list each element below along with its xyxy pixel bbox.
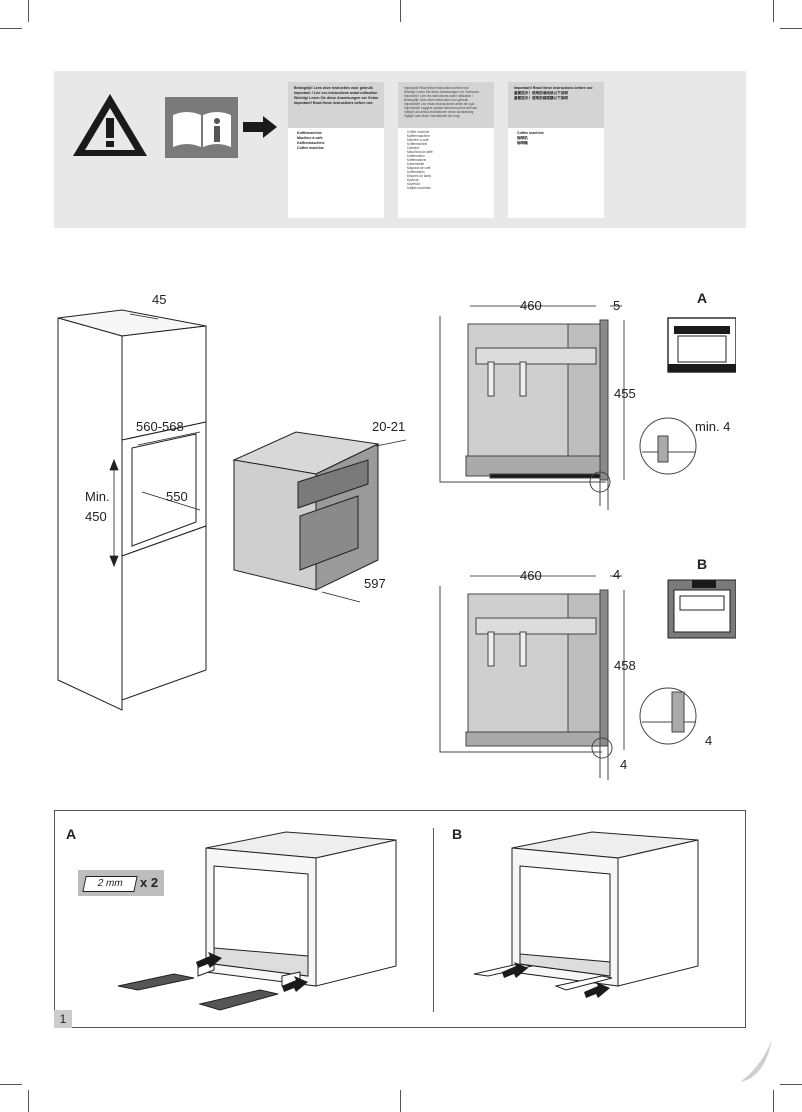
crop-mark	[0, 1084, 22, 1085]
card-body: Koffiemachine Machine à café Kaffeemasch…	[288, 128, 384, 154]
card-text: Kafijas automāts	[407, 186, 431, 190]
section-label: B	[697, 556, 708, 572]
crop-mark	[773, 0, 774, 22]
card-text: Belangrijk! Lees deze instructies voor g…	[404, 98, 469, 102]
dim-label: 455	[614, 386, 636, 401]
card-text: Kaffemaskin	[407, 170, 425, 174]
crop-mark	[400, 0, 401, 22]
card-text: Kávovar	[407, 178, 419, 182]
card-header: Belangrijk! Lees deze instructies voor g…	[288, 82, 384, 128]
cabinet-install-b-diagram	[473, 831, 699, 998]
card-text: Koffiemachine	[407, 142, 428, 146]
card-text: Importante! Lea estas instrucciones ante…	[404, 102, 475, 106]
manual-cover-card: Important! Read these instructions befor…	[508, 82, 604, 218]
card-text: Kaffemaskin	[407, 154, 425, 158]
card-text: Belangrijk! Lees deze instructies voor g…	[294, 86, 373, 90]
card-header: Important! Read these instructions befor…	[398, 82, 494, 128]
card-text: Important! Read these instructions befor…	[404, 86, 469, 90]
card-text: Cafetera	[407, 146, 420, 150]
dim-label: 597	[364, 576, 386, 591]
installation-panel	[54, 810, 746, 1028]
card-body: Coffee machine Kaffeemaschine Machine à …	[398, 128, 494, 193]
crop-mark	[780, 28, 802, 29]
card-text: Kávéfőző	[407, 182, 421, 186]
section-label: B	[452, 826, 463, 842]
warning-icon	[73, 94, 147, 156]
card-text: Máquina de café	[407, 166, 431, 170]
card-text: Importante! Leggere queste istruzioni pr…	[404, 106, 478, 110]
card-text: Kahvinkeitin	[407, 162, 425, 166]
card-text: Important! Read these instructions befor…	[294, 101, 373, 105]
brand-swoosh-icon	[740, 1040, 772, 1082]
card-text: Coffee machine	[407, 130, 430, 134]
manual-cover-card: Belangrijk! Lees deze instructies voor g…	[288, 82, 384, 218]
card-text: Macchina da caffè	[407, 150, 433, 154]
manual-cover-card: Important! Read these instructions befor…	[398, 82, 494, 218]
dim-label: 45	[152, 292, 167, 307]
dim-label: 458	[614, 658, 636, 673]
crop-mark	[400, 1090, 401, 1112]
card-text: Important ! Lire ces instructions avant …	[404, 94, 473, 98]
dim-label: 4	[620, 757, 628, 772]
read-manual-icon	[165, 97, 238, 158]
dim-label: Min.	[85, 489, 110, 504]
section-a-diagram	[439, 305, 736, 510]
crop-mark	[773, 1090, 774, 1112]
section-b-diagram	[439, 575, 736, 780]
panel-divider	[433, 828, 434, 1012]
card-text: Wichtig! Lesen Sie diese Anweisungen vor…	[404, 90, 479, 94]
coffee-machine-diagram	[232, 431, 407, 603]
crop-mark	[780, 1084, 802, 1085]
card-text: Vigtigt! Læs disse instruktioner før bru…	[404, 114, 460, 118]
dim-label: 20-21	[372, 419, 406, 434]
dim-label: 4	[613, 567, 621, 582]
cabinet-niche-diagram	[57, 309, 207, 711]
card-text: Important! Read these instructions befor…	[514, 86, 593, 90]
dim-label: 4	[705, 733, 713, 748]
dim-label: 5	[613, 298, 621, 313]
card-text: Kaffeemaschine	[407, 134, 430, 138]
dim-label: 450	[85, 509, 107, 524]
section-label: A	[697, 290, 708, 306]
card-text: Coffee machine	[297, 146, 324, 150]
card-text: Koffiemachine	[297, 131, 322, 135]
figure-number: 1	[54, 1010, 72, 1028]
dim-label: min. 4	[695, 419, 731, 434]
cabinet-install-a-diagram	[117, 831, 397, 1011]
section-label: A	[66, 826, 77, 842]
card-text: 重要提示！使用前請閱讀以下說明	[514, 96, 568, 100]
card-text: Kaffemaskine	[407, 158, 427, 162]
dim-label: 560-568	[136, 419, 184, 434]
card-text: Kaffeemaschine	[297, 141, 325, 145]
dim-label: 460	[520, 298, 542, 313]
crop-mark	[28, 1090, 29, 1112]
card-text: 咖啡机	[517, 136, 528, 140]
card-header: Important! Read these instructions befor…	[508, 82, 604, 128]
crop-mark	[0, 28, 22, 29]
card-text: Coffee machine	[517, 131, 544, 135]
card-text: Machine à café	[407, 138, 429, 142]
card-text: Important ! Lire ces instructions avant …	[294, 91, 378, 95]
dim-label: 460	[520, 568, 542, 583]
card-text: 咖啡機	[517, 141, 528, 145]
card-text: Ekspres do kawy	[407, 174, 432, 178]
card-text: Viktigt! Läs dessa instruktioner innan a…	[404, 110, 474, 114]
spacer-count: x 2	[140, 875, 159, 890]
crop-mark	[28, 0, 29, 22]
card-text: 重要提示！使用前请阅读以下说明	[514, 91, 568, 95]
card-body: Coffee machine 咖啡机 咖啡機	[508, 128, 604, 149]
card-text: Wichtig! Lesen Sie diese Anweisungen vor…	[294, 96, 378, 100]
dim-label: 550	[166, 489, 188, 504]
card-text: Machine à café	[297, 136, 323, 140]
arrow-right-icon	[243, 116, 277, 138]
